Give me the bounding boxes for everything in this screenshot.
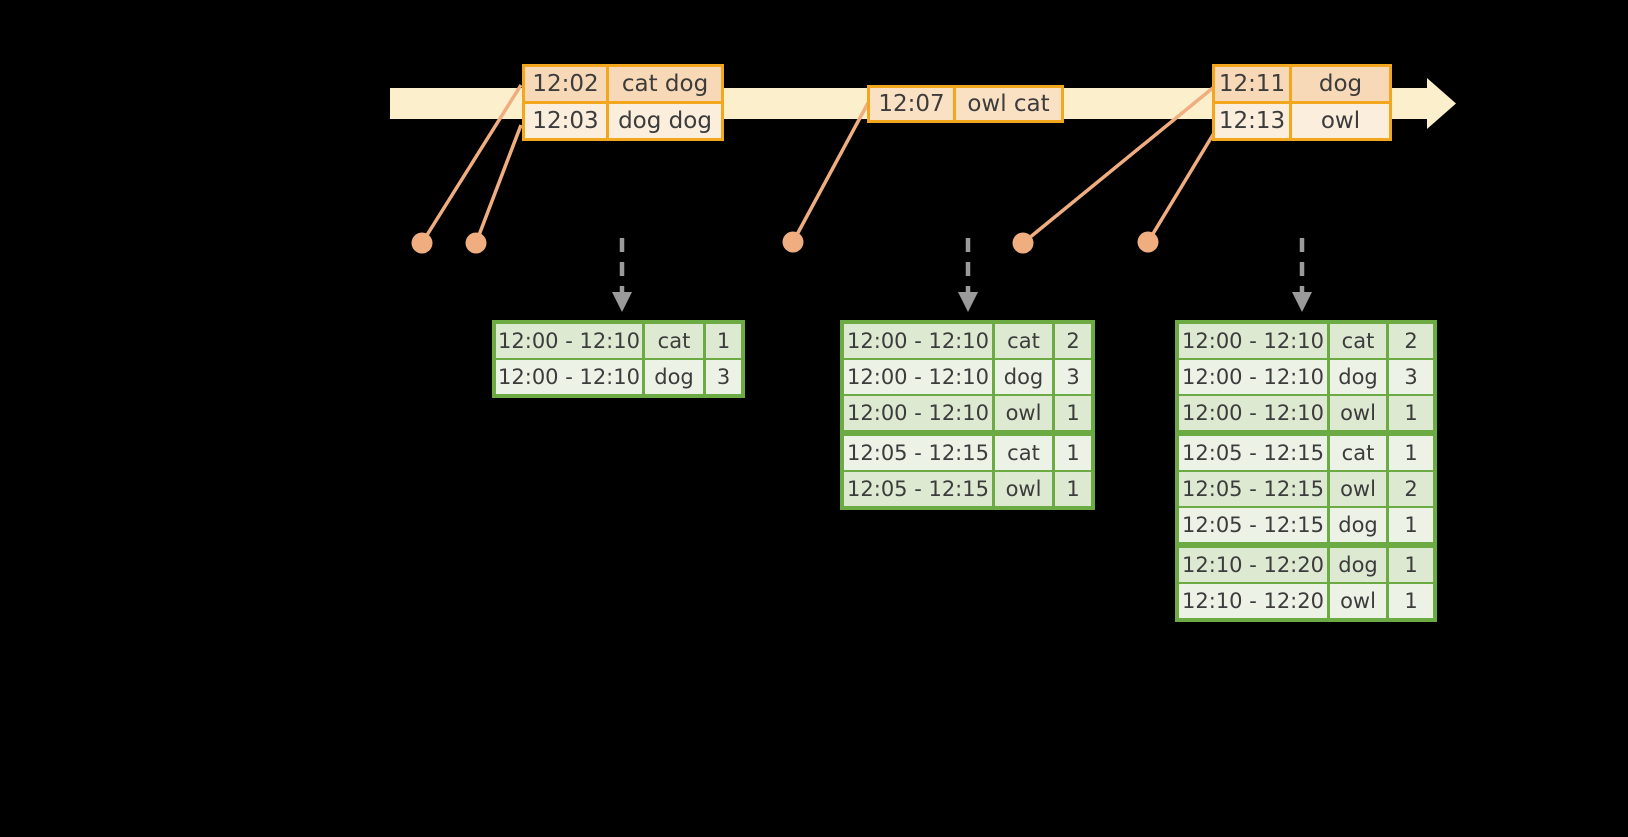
count-cell: 3 bbox=[1389, 360, 1433, 394]
count-cell: 1 bbox=[1389, 548, 1433, 582]
result-row: 12:05 - 12:15 dog 1 bbox=[1179, 508, 1433, 542]
word-cell: owl bbox=[1330, 584, 1386, 618]
window-cell: 12:00 - 12:10 bbox=[496, 324, 642, 358]
window-cell: 12:00 - 12:10 bbox=[844, 396, 992, 430]
window-cell: 12:05 - 12:15 bbox=[1179, 436, 1327, 470]
count-cell: 1 bbox=[1055, 436, 1091, 470]
count-cell: 1 bbox=[1389, 584, 1433, 618]
event-row: 12:03 dog dog bbox=[525, 104, 721, 138]
word-cell: cat bbox=[995, 436, 1052, 470]
event-dot bbox=[1137, 231, 1159, 253]
window-cell: 12:10 - 12:20 bbox=[1179, 548, 1327, 582]
word-cell: dog bbox=[995, 360, 1052, 394]
word-cell: cat bbox=[995, 324, 1052, 358]
batch-arrowhead-icon bbox=[958, 292, 978, 312]
count-cell: 1 bbox=[1389, 436, 1433, 470]
result-row: 12:00 - 12:10 dog 3 bbox=[1179, 360, 1433, 394]
event-table-batch2: 12:07 owl cat bbox=[867, 85, 1064, 123]
count-cell: 1 bbox=[1055, 396, 1091, 430]
count-cell: 1 bbox=[1389, 396, 1433, 430]
window-cell: 12:00 - 12:10 bbox=[496, 360, 642, 394]
result-table-1: 12:00 - 12:10 cat 1 12:00 - 12:10 dog 3 bbox=[492, 320, 745, 398]
result-row: 12:05 - 12:15 cat 1 bbox=[1179, 436, 1433, 470]
event-dot bbox=[411, 232, 433, 254]
word-cell: cat bbox=[1330, 324, 1386, 358]
batch-arrowhead-icon bbox=[1292, 292, 1312, 312]
event-table-batch3: 12:11 dog 12:13 owl bbox=[1212, 64, 1392, 141]
word-cell: owl bbox=[995, 472, 1052, 506]
result-row: 12:10 - 12:20 dog 1 bbox=[1179, 548, 1433, 582]
event-time: 12:13 bbox=[1215, 104, 1289, 138]
count-cell: 3 bbox=[1055, 360, 1091, 394]
result-row: 12:00 - 12:10 owl 1 bbox=[1179, 396, 1433, 430]
event-row: 12:13 owl bbox=[1215, 104, 1389, 138]
result-row: 12:05 - 12:15 cat 1 bbox=[844, 436, 1091, 470]
result-row: 12:00 - 12:10 dog 3 bbox=[844, 360, 1091, 394]
result-row: 12:00 - 12:10 cat 2 bbox=[1179, 324, 1433, 358]
event-dot bbox=[1012, 232, 1034, 254]
result-row: 12:10 - 12:20 owl 1 bbox=[1179, 584, 1433, 618]
window-cell: 12:05 - 12:15 bbox=[1179, 472, 1327, 506]
event-time: 12:07 bbox=[870, 88, 953, 120]
result-row: 12:00 - 12:10 owl 1 bbox=[844, 396, 1091, 430]
word-cell: dog bbox=[1330, 360, 1386, 394]
count-cell: 1 bbox=[1389, 508, 1433, 542]
count-cell: 1 bbox=[706, 324, 741, 358]
event-table-batch1: 12:02 cat dog 12:03 dog dog bbox=[522, 64, 724, 141]
word-cell: dog bbox=[1330, 548, 1386, 582]
event-words: dog bbox=[1292, 67, 1389, 101]
connector-line bbox=[420, 84, 523, 244]
event-row: 12:11 dog bbox=[1215, 67, 1389, 101]
connector-line bbox=[474, 124, 523, 244]
result-row: 12:00 - 12:10 cat 2 bbox=[844, 324, 1091, 358]
count-cell: 2 bbox=[1389, 472, 1433, 506]
window-cell: 12:05 - 12:15 bbox=[844, 472, 992, 506]
word-cell: dog bbox=[1330, 508, 1386, 542]
count-cell: 1 bbox=[1055, 472, 1091, 506]
window-cell: 12:05 - 12:15 bbox=[844, 436, 992, 470]
result-table-3: 12:00 - 12:10 cat 2 12:00 - 12:10 dog 3 … bbox=[1175, 320, 1437, 622]
count-cell: 2 bbox=[1055, 324, 1091, 358]
connector-line bbox=[1021, 85, 1216, 245]
event-words: owl bbox=[1292, 104, 1389, 138]
window-cell: 12:00 - 12:10 bbox=[1179, 360, 1327, 394]
event-row: 12:02 cat dog bbox=[525, 67, 721, 101]
result-row: 12:05 - 12:15 owl 1 bbox=[844, 472, 1091, 506]
word-cell: owl bbox=[995, 396, 1052, 430]
event-time: 12:02 bbox=[525, 67, 606, 101]
window-cell: 12:00 - 12:10 bbox=[1179, 396, 1327, 430]
word-cell: cat bbox=[1330, 436, 1386, 470]
window-cell: 12:00 - 12:10 bbox=[844, 360, 992, 394]
event-dot bbox=[465, 232, 487, 254]
word-cell: owl bbox=[1330, 396, 1386, 430]
window-cell: 12:05 - 12:15 bbox=[1179, 508, 1327, 542]
count-cell: 2 bbox=[1389, 324, 1433, 358]
event-time: 12:11 bbox=[1215, 67, 1289, 101]
word-cell: cat bbox=[645, 324, 703, 358]
event-dot bbox=[782, 231, 804, 253]
window-cell: 12:00 - 12:10 bbox=[1179, 324, 1327, 358]
event-words: owl cat bbox=[956, 88, 1061, 120]
event-words: cat dog bbox=[609, 67, 721, 101]
result-row: 12:00 - 12:10 cat 1 bbox=[496, 324, 741, 358]
event-time: 12:03 bbox=[525, 104, 606, 138]
window-cell: 12:00 - 12:10 bbox=[844, 324, 992, 358]
timeline-arrowhead-icon bbox=[1427, 78, 1456, 129]
result-table-2: 12:00 - 12:10 cat 2 12:00 - 12:10 dog 3 … bbox=[840, 320, 1095, 510]
result-row: 12:00 - 12:10 dog 3 bbox=[496, 360, 741, 394]
batch-arrowhead-icon bbox=[612, 292, 632, 312]
count-cell: 3 bbox=[706, 360, 741, 394]
event-row: 12:07 owl cat bbox=[870, 88, 1061, 120]
connector-line bbox=[791, 102, 870, 243]
window-cell: 12:10 - 12:20 bbox=[1179, 584, 1327, 618]
event-words: dog dog bbox=[609, 104, 721, 138]
word-cell: dog bbox=[645, 360, 703, 394]
result-row: 12:05 - 12:15 owl 2 bbox=[1179, 472, 1433, 506]
connector-line bbox=[1146, 132, 1216, 243]
word-cell: owl bbox=[1330, 472, 1386, 506]
